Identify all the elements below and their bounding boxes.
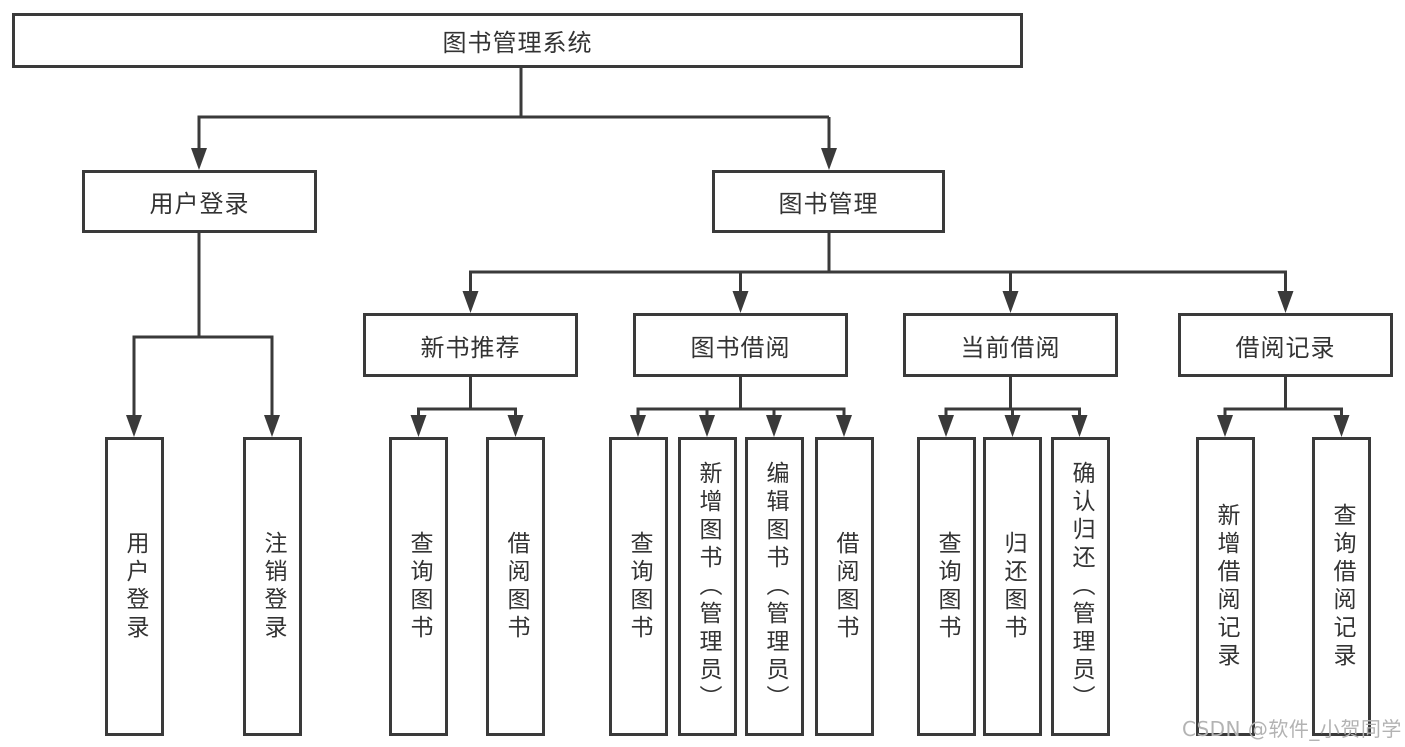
- node-book-borrowing: 图书借阅: [633, 313, 848, 377]
- leaf-user-login: 用户登录: [105, 437, 164, 736]
- arrowhead: [699, 415, 715, 437]
- arrowhead: [836, 415, 852, 437]
- leaf-query-borrow-record-label: 查询借阅记录: [1329, 502, 1355, 671]
- node-book-management: 图书管理: [712, 170, 945, 233]
- node-library-system-label: 图书管理系统: [442, 29, 593, 57]
- node-library-system: 图书管理系统: [12, 13, 1023, 68]
- arrowhead: [1071, 415, 1088, 437]
- arrowhead: [1004, 415, 1021, 437]
- leaf-return-book-label: 归还图书: [1000, 530, 1026, 643]
- leaf-add-borrow-record-label: 新增借阅记录: [1213, 502, 1239, 671]
- node-current-borrowing: 当前借阅: [903, 313, 1118, 377]
- node-book-management-label: 图书管理: [778, 190, 879, 218]
- leaf-query-books-current-label: 查询图书: [934, 530, 960, 643]
- leaf-borrow-books-borrowing-label: 借阅图书: [832, 530, 858, 643]
- arrowheads: [126, 148, 1350, 437]
- arrowhead: [410, 415, 427, 437]
- leaf-logout: 注销登录: [243, 437, 302, 736]
- arrowhead: [1002, 291, 1019, 313]
- arrowhead: [1217, 415, 1233, 437]
- leaf-confirm-return-admin: 确认归还（管理员）: [1051, 437, 1110, 736]
- node-book-borrowing-label: 图书借阅: [690, 333, 791, 362]
- leaf-query-books-recommend: 查询图书: [389, 437, 448, 736]
- arrowhead: [191, 148, 207, 170]
- leaf-edit-book-admin-label: 编辑图书（管理员）: [762, 460, 788, 713]
- node-user-login: 用户登录: [82, 170, 317, 233]
- arrowhead: [507, 415, 524, 437]
- leaf-query-books-borrowing-label: 查询图书: [626, 530, 652, 643]
- leaf-user-login-label: 用户登录: [122, 530, 148, 643]
- arrowhead: [766, 415, 782, 437]
- leaf-return-book: 归还图书: [983, 437, 1042, 736]
- leaf-borrow-books-recommend-label: 借阅图书: [503, 530, 529, 643]
- arrowhead: [1277, 291, 1294, 313]
- node-borrow-records: 借阅记录: [1178, 313, 1393, 377]
- arrowhead: [126, 415, 142, 437]
- node-user-login-label: 用户登录: [149, 190, 250, 218]
- node-borrow-records-label: 借阅记录: [1235, 333, 1336, 362]
- arrowhead: [630, 415, 646, 437]
- leaf-add-book-admin-label: 新增图书（管理员）: [695, 460, 721, 713]
- leaf-query-books-current: 查询图书: [917, 437, 976, 736]
- leaf-confirm-return-admin-label: 确认归还（管理员）: [1068, 460, 1094, 713]
- watermark: CSDN @软件_小贺同学: [1182, 717, 1402, 741]
- leaf-query-books-borrowing: 查询图书: [609, 437, 668, 736]
- leaf-query-borrow-record: 查询借阅记录: [1312, 437, 1371, 736]
- arrowhead: [264, 415, 280, 437]
- arrowhead: [938, 415, 954, 437]
- node-new-book-recommend-label: 新书推荐: [420, 333, 521, 362]
- arrowhead: [1333, 415, 1350, 437]
- connector-path: [132, 68, 1343, 419]
- leaf-edit-book-admin: 编辑图书（管理员）: [745, 437, 804, 736]
- leaf-logout-label: 注销登录: [260, 530, 286, 643]
- arrowhead: [732, 291, 749, 313]
- arrowhead: [462, 291, 479, 313]
- node-new-book-recommend: 新书推荐: [363, 313, 578, 377]
- leaf-query-books-recommend-label: 查询图书: [406, 530, 432, 643]
- node-current-borrowing-label: 当前借阅: [960, 333, 1061, 362]
- leaf-borrow-books-recommend: 借阅图书: [486, 437, 545, 736]
- arrowhead: [821, 148, 837, 170]
- leaf-add-book-admin: 新增图书（管理员）: [678, 437, 737, 736]
- leaf-add-borrow-record: 新增借阅记录: [1196, 437, 1255, 736]
- leaf-borrow-books-borrowing: 借阅图书: [815, 437, 874, 736]
